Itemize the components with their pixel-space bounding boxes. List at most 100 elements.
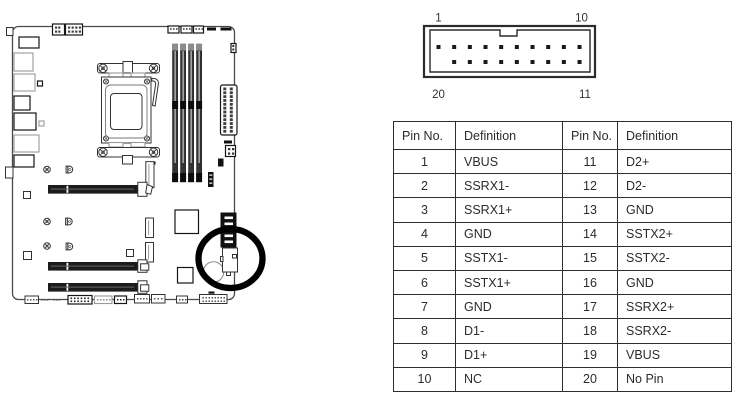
small-connector <box>218 158 224 167</box>
silkscreen-label <box>207 27 216 31</box>
pin-number-cell: 14 <box>562 221 618 247</box>
audio-jack-tab <box>5 166 14 179</box>
pin11-label: 11 <box>579 89 591 101</box>
column-header: Definition <box>455 121 563 150</box>
pin-number-cell: 13 <box>562 197 618 223</box>
definition-cell: SSTX1+ <box>455 269 563 296</box>
pcie-slots <box>48 181 154 294</box>
pin-square-top <box>499 45 504 49</box>
pin-square-top <box>546 45 551 49</box>
pin-number-cell: 2 <box>393 173 456 199</box>
pin-number-cell: 9 <box>393 342 456 368</box>
column-header: Definition <box>617 121 732 150</box>
definition-cell: SSRX2+ <box>617 294 732 320</box>
pin-square-bottom <box>530 60 535 64</box>
pin-number-cell: 7 <box>393 294 456 320</box>
definition-cell: NC <box>455 366 563 393</box>
mounting-hole <box>23 191 31 199</box>
usb3-header-area <box>220 212 238 276</box>
pin-square-top <box>436 45 441 49</box>
definition-cell: SSRX1+ <box>455 197 563 223</box>
definition-cell: D2- <box>617 173 732 199</box>
mounting-hole <box>23 251 32 260</box>
pin-square-top <box>467 45 472 49</box>
definition-cell: SSTX2- <box>617 245 732 271</box>
silkscreen-label <box>220 27 232 31</box>
pin-number-cell: 8 <box>393 318 456 344</box>
pin-number-cell: 16 <box>562 269 618 296</box>
motherboard-diagram <box>5 23 266 305</box>
definition-cell: D2+ <box>617 148 732 175</box>
connector-inner-body-with-notch <box>429 29 591 73</box>
definition-cell: SSRX2- <box>617 318 732 344</box>
pin1-label: 1 <box>435 13 441 25</box>
silkscreen-label <box>208 291 215 294</box>
pin-square-top <box>577 45 582 49</box>
definition-cell: GND <box>455 221 563 247</box>
pin-number-cell: 3 <box>393 197 456 223</box>
cpu-power-connectors <box>51 23 84 36</box>
definition-cell: SSRX1- <box>455 173 563 199</box>
pin-number-cell: 18 <box>562 318 618 344</box>
definition-cell: VBUS <box>455 148 563 175</box>
pin-square-bottom <box>561 60 566 64</box>
pin-number-cell: 12 <box>562 173 618 199</box>
pin-number-cell: 17 <box>562 294 618 320</box>
socket-lever <box>151 77 159 107</box>
pin-square-bottom <box>499 60 504 64</box>
pin-square-bottom <box>577 60 582 64</box>
pin-number-cell: 5 <box>393 245 456 271</box>
board-edge-tab <box>6 27 14 36</box>
column-header: Pin No. <box>562 121 618 150</box>
pin20-label: 20 <box>432 89 445 101</box>
chipset <box>174 209 200 284</box>
pin-square-top <box>483 45 488 49</box>
pin-square-bottom <box>467 60 472 64</box>
pin-square-bottom <box>452 60 457 64</box>
pin-square-bottom <box>546 60 551 64</box>
pin-number-cell: 19 <box>562 342 618 368</box>
silkscreen-label <box>224 140 232 144</box>
pin-square-top <box>561 45 566 49</box>
pin-grid <box>436 45 582 64</box>
pin-number-cell: 10 <box>393 366 456 393</box>
definition-cell: SSTX1- <box>455 245 563 271</box>
pin-number-cell: 6 <box>393 269 456 296</box>
highlight-circle <box>195 225 266 292</box>
definition-cell: GND <box>455 294 563 320</box>
definition-cell: SSTX2+ <box>617 221 732 247</box>
rear-io-ports <box>13 36 45 168</box>
definition-cell: No Pin <box>617 366 732 393</box>
mini-header <box>230 42 237 54</box>
pin-number-cell: 4 <box>393 221 456 247</box>
pin-number-cell: 1 <box>393 148 456 175</box>
pin-number-cell: 20 <box>562 366 618 393</box>
definition-cell: GND <box>617 269 732 296</box>
definition-cell: VBUS <box>617 342 732 368</box>
pin10-label: 10 <box>575 13 588 25</box>
pin-number-cell: 15 <box>562 245 618 271</box>
usb3-header <box>222 247 238 273</box>
column-header: Pin No. <box>393 121 456 150</box>
pin-number-cell: 11 <box>562 148 618 175</box>
pin-square-top <box>530 45 535 49</box>
definition-cell: D1- <box>455 318 563 344</box>
cpu-socket <box>97 61 160 165</box>
mounting-hole <box>126 249 134 257</box>
vertical-connector <box>208 172 214 187</box>
definition-cell: D1+ <box>455 342 563 368</box>
pin-square-bottom <box>514 60 519 64</box>
pin-square-bottom <box>483 60 488 64</box>
